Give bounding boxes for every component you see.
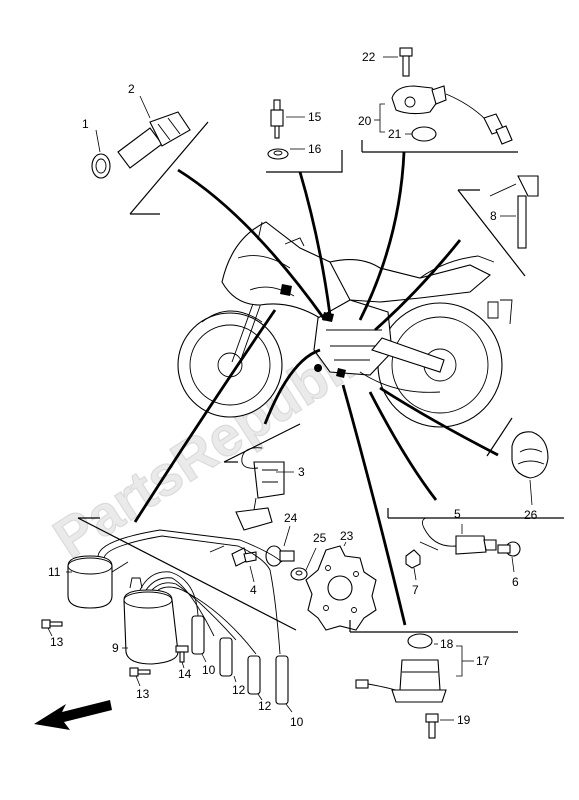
part-3-sensor	[235, 447, 285, 531]
callout-9: 9	[112, 641, 119, 655]
part-13-screw-b	[129, 667, 151, 677]
part-17-18-19-group: 18 17 19	[349, 620, 518, 739]
part-17-sensor	[355, 659, 447, 703]
callout-14: 14	[178, 667, 192, 681]
callout-22: 22	[362, 50, 376, 64]
callout-12b: 12	[258, 699, 272, 713]
part-1-2-group: 1 2	[82, 82, 209, 215]
callout-2: 2	[128, 82, 135, 96]
callout-10b: 10	[290, 715, 304, 729]
callout-19: 19	[457, 713, 471, 727]
callout-16: 16	[308, 142, 322, 156]
part-15-switch	[270, 99, 284, 139]
part-5-6-7-group: 5 6 7	[387, 507, 564, 597]
part-3-4-24-25-group: 3 4 24 25	[209, 423, 327, 597]
callout-3: 3	[298, 465, 305, 479]
part-9-coil	[123, 577, 179, 665]
callout-5: 5	[454, 507, 461, 521]
part-18-o-ring	[407, 633, 433, 649]
spark-plug-cap-1	[191, 615, 205, 655]
part-15-16-group: 15 16	[266, 99, 343, 173]
part-20-21-22-group: 22 20 21	[358, 47, 518, 153]
callout-15: 15	[308, 110, 322, 124]
part-26-group: 26	[486, 417, 549, 522]
callout-18: 18	[440, 637, 454, 651]
part-20-sensor	[391, 85, 513, 145]
callout-4: 4	[250, 583, 257, 597]
part-4-bolt	[231, 547, 257, 567]
callout-24: 24	[284, 511, 298, 525]
part-23-group: 23	[305, 529, 377, 631]
callout-17: 17	[476, 654, 490, 668]
spark-plug-cap-3	[247, 655, 261, 695]
arrow-left-icon	[34, 700, 112, 730]
part-23-rotor	[305, 545, 377, 631]
callout-11: 11	[48, 565, 61, 579]
part-8-sensor	[489, 175, 539, 249]
callout-23: 23	[340, 529, 354, 543]
part-26-clamp	[511, 431, 549, 479]
part-25-washer	[290, 567, 308, 581]
callout-26: 26	[524, 508, 538, 522]
callout-10a: 10	[202, 663, 216, 677]
ignition-coil-group: 11 9	[41, 517, 304, 729]
part-16-washer	[267, 148, 289, 160]
part-6-bolt	[497, 541, 521, 557]
callout-6: 6	[512, 575, 519, 589]
part-1-washer	[91, 153, 111, 179]
callout-13b: 13	[136, 687, 150, 701]
callout-21: 21	[388, 127, 402, 141]
callout-12a: 12	[232, 683, 246, 697]
part-22-bolt	[399, 47, 413, 77]
part-7-washer	[405, 549, 421, 569]
part-21-o-ring	[411, 126, 437, 142]
part-8-group: 8	[457, 175, 539, 277]
callout-8: 8	[490, 209, 497, 223]
spark-plug-cap-2	[219, 637, 233, 677]
part-2-sensor	[117, 111, 191, 169]
callout-1: 1	[82, 117, 89, 131]
part-19-bolt	[425, 713, 439, 739]
part-11-coil	[67, 555, 129, 609]
callout-7: 7	[412, 583, 419, 597]
part-24-bolt	[265, 545, 295, 567]
callout-25: 25	[313, 531, 327, 545]
part-13-screw-a	[41, 619, 63, 629]
spark-plug-cap-4	[275, 655, 289, 705]
callout-20: 20	[358, 114, 372, 128]
callout-13a: 13	[50, 635, 64, 649]
part-5-sensor	[419, 517, 497, 555]
